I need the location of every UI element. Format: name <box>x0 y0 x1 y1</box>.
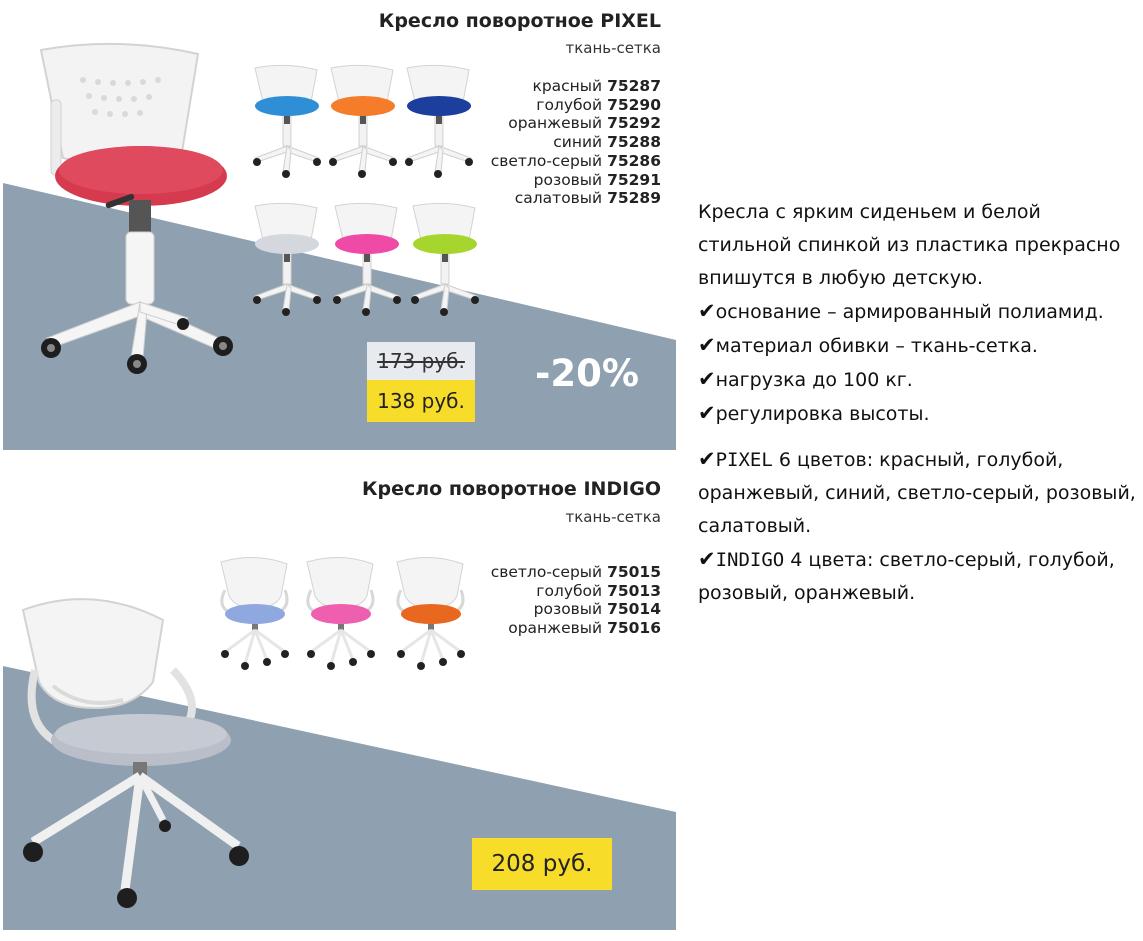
description-block: Кресла с ярким сиденьем и белой стильной… <box>698 196 1138 610</box>
indigo-variant-chair-pink <box>301 556 381 680</box>
indigo-variant-chair-orange <box>391 556 471 680</box>
backdrop-shape <box>3 183 676 450</box>
indigo-variant-chair-blue <box>215 556 295 680</box>
indigo-material: ткань-сетка <box>565 508 661 526</box>
pixel-model-name: PIXEL <box>715 449 773 471</box>
color-row: оранжевый 75292 <box>508 114 661 133</box>
color-row: светло-серый 75015 <box>490 563 661 581</box>
check-icon: ✔ <box>698 299 716 323</box>
color-row: голубой 75290 <box>536 95 661 114</box>
check-icon: ✔ <box>698 401 716 425</box>
color-row: голубой 75013 <box>536 581 661 600</box>
color-row: светло-серый 75286 <box>490 151 661 170</box>
color-row: оранжевый 75016 <box>508 619 661 638</box>
color-row: салатовый 75289 <box>514 189 661 208</box>
indigo-colors-summary: ✔INDIGO 4 цвета: светло-серый, голубой, … <box>698 547 1115 604</box>
color-row: розовый 75014 <box>533 600 661 619</box>
indigo-title: Кресло поворотное INDIGO <box>361 478 661 500</box>
indigo-model-name: INDIGO <box>715 549 785 571</box>
pixel-variant-chair-orange <box>323 64 399 186</box>
check-icon: ✔ <box>698 447 716 471</box>
description-intro: Кресла с ярким сиденьем и белой стильной… <box>698 201 1121 289</box>
feature-item: ✔регулировка высоты. <box>698 401 930 425</box>
indigo-product-card: Кресло поворотное INDIGO ткань-сетка све… <box>3 456 676 930</box>
indigo-main-chair-image <box>21 598 249 908</box>
pixel-title: Кресло поворотное PIXEL <box>378 10 661 32</box>
pixel-variant-chair-lightgray <box>247 202 323 324</box>
pixel-discount-badge: -20% <box>535 352 639 395</box>
pixel-variant-chair-pink <box>327 202 403 324</box>
pixel-variant-chair-blue <box>247 64 323 186</box>
pixel-material: ткань-сетка <box>565 39 661 57</box>
feature-item: ✔нагрузка до 100 кг. <box>698 367 913 391</box>
feature-item: ✔материал обивки – ткань-сетка. <box>698 333 1038 357</box>
pixel-variant-chair-navy <box>399 64 475 186</box>
pixel-main-chair-image <box>39 42 233 374</box>
indigo-price: 208 руб. <box>472 838 612 890</box>
indigo-color-list: светло-серый 75015 голубой 75013 розовый… <box>491 563 661 638</box>
pixel-variant-chair-lime <box>405 202 481 324</box>
feature-item: ✔основание – армированный полиамид. <box>698 299 1104 323</box>
pixel-color-list: красный 75287 голубой 75290 оранжевый 75… <box>491 77 661 208</box>
check-icon: ✔ <box>698 547 716 571</box>
pixel-colors-summary: ✔PIXEL 6 цветов: красный, голубой, оранж… <box>698 447 1136 537</box>
pixel-new-price: 138 руб. <box>367 380 475 422</box>
color-row: красный 75287 <box>532 77 661 95</box>
color-row: синий 75288 <box>553 133 661 152</box>
pixel-product-card: Кресло поворотное PIXEL ткань-сетка крас… <box>3 0 676 450</box>
color-row: розовый 75291 <box>533 170 661 189</box>
pixel-old-price: 173 руб. <box>367 342 475 380</box>
check-icon: ✔ <box>698 333 716 357</box>
check-icon: ✔ <box>698 367 716 391</box>
